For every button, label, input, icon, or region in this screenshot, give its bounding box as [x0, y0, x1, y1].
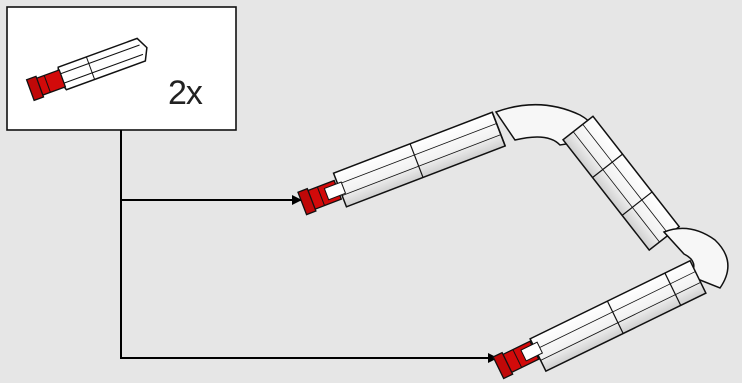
parts-callout-box	[6, 6, 237, 131]
quantity-label: 2x	[168, 74, 203, 112]
upper-pin-connector-icon	[297, 179, 347, 216]
lower-pin-connector-icon	[492, 340, 544, 380]
pin-connector-icon	[25, 37, 148, 102]
insertion-arrows	[120, 130, 498, 363]
arrow-to-lower-end	[120, 130, 498, 363]
bent-tube-assembly-icon	[297, 104, 729, 380]
